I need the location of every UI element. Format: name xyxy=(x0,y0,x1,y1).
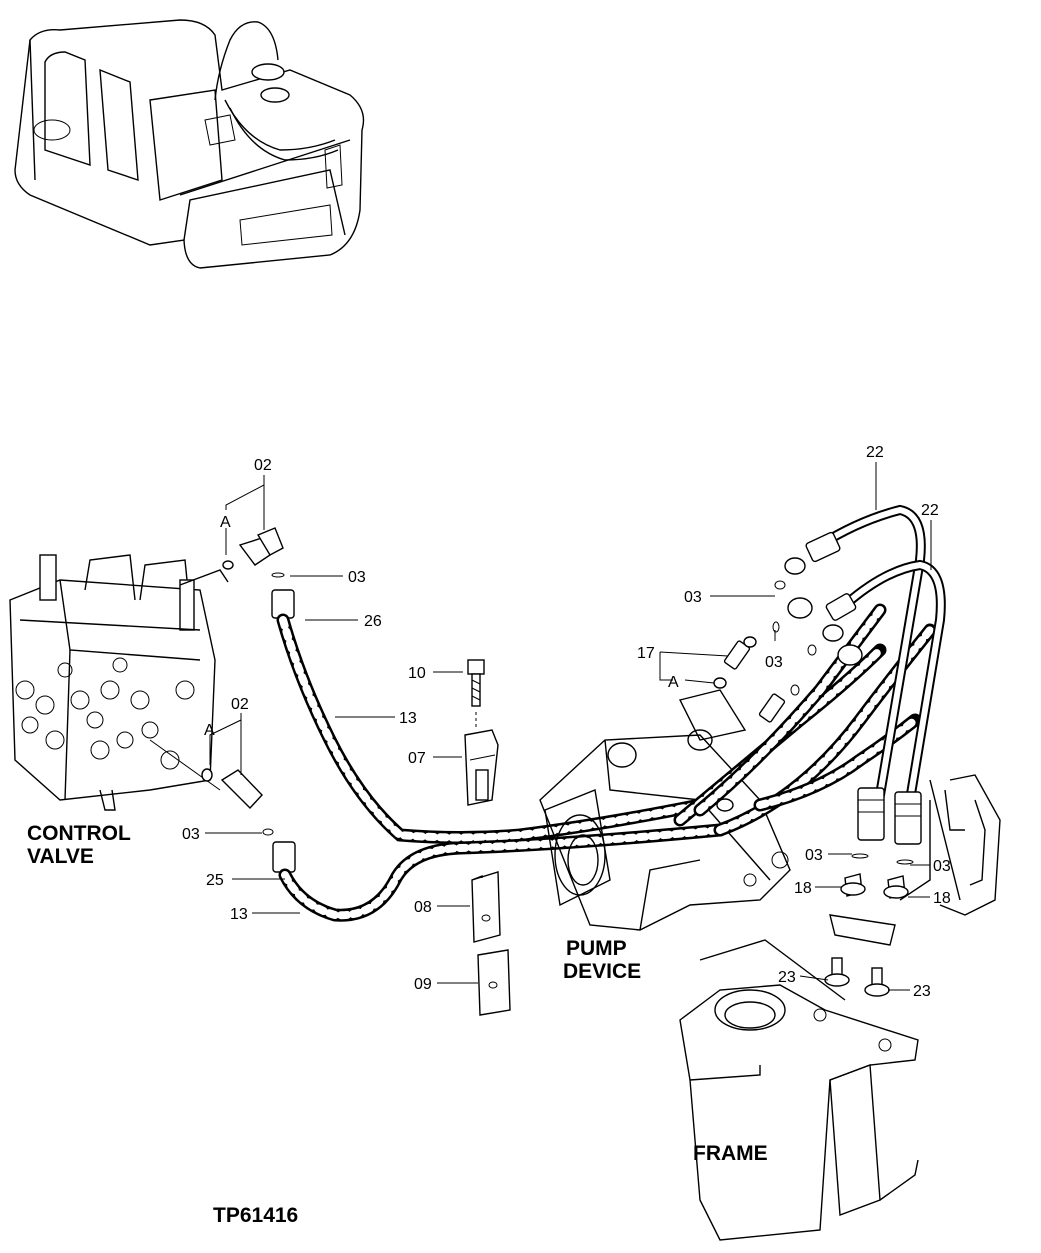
callout-07: 07 xyxy=(408,750,426,767)
view-marker-a-top: A xyxy=(220,514,231,531)
clamp-plate-08 xyxy=(472,872,500,942)
label-control-valve-line1: CONTROL xyxy=(27,822,131,845)
callout-03-top: 03 xyxy=(348,569,366,586)
callout-03-r3: 03 xyxy=(805,847,823,864)
callout-23-b: 23 xyxy=(913,983,931,1000)
clamp-07 xyxy=(465,730,498,805)
frame-illustration xyxy=(680,775,1000,1240)
label-pump-device-line1: PUMP xyxy=(566,937,627,960)
excavator-overview-illustration xyxy=(15,20,364,268)
connectors-18 xyxy=(841,854,913,898)
callout-25: 25 xyxy=(206,872,224,889)
callout-18-b: 18 xyxy=(933,890,951,907)
label-pump-device-line2: DEVICE xyxy=(563,960,641,983)
callout-26: 26 xyxy=(364,613,382,630)
view-marker-a-right: A xyxy=(668,674,679,691)
callout-23-a: 23 xyxy=(778,969,796,986)
control-valve-illustration xyxy=(10,555,228,810)
callout-13-mid: 13 xyxy=(399,710,417,727)
elbow-fitting-02-mid xyxy=(202,769,273,835)
elbow-fitting-02-top xyxy=(223,528,284,577)
callout-03-r2: 03 xyxy=(765,654,783,671)
callout-03-left: 03 xyxy=(182,826,200,843)
connectors-23 xyxy=(825,958,889,996)
callout-18-a: 18 xyxy=(794,880,812,897)
bolt-10 xyxy=(468,660,484,706)
callout-13-low: 13 xyxy=(230,906,248,923)
clamp-plate-09 xyxy=(478,950,510,1015)
view-marker-a-mid: A xyxy=(204,722,215,739)
label-frame: FRAME xyxy=(693,1142,768,1165)
callout-10: 10 xyxy=(408,665,426,682)
drawing-id: TP61416 xyxy=(213,1204,298,1227)
bracket-plate xyxy=(830,915,895,945)
callout-03-r4: 03 xyxy=(933,858,951,875)
callout-08: 08 xyxy=(414,899,432,916)
callout-02-top: 02 xyxy=(254,457,272,474)
callout-03-r1: 03 xyxy=(684,589,702,606)
callout-22-a: 22 xyxy=(866,444,884,461)
callout-02-mid: 02 xyxy=(231,696,249,713)
label-control-valve-line2: VALVE xyxy=(27,845,94,868)
callout-09: 09 xyxy=(414,976,432,993)
callout-22-b: 22 xyxy=(921,502,939,519)
callout-17: 17 xyxy=(637,645,655,662)
